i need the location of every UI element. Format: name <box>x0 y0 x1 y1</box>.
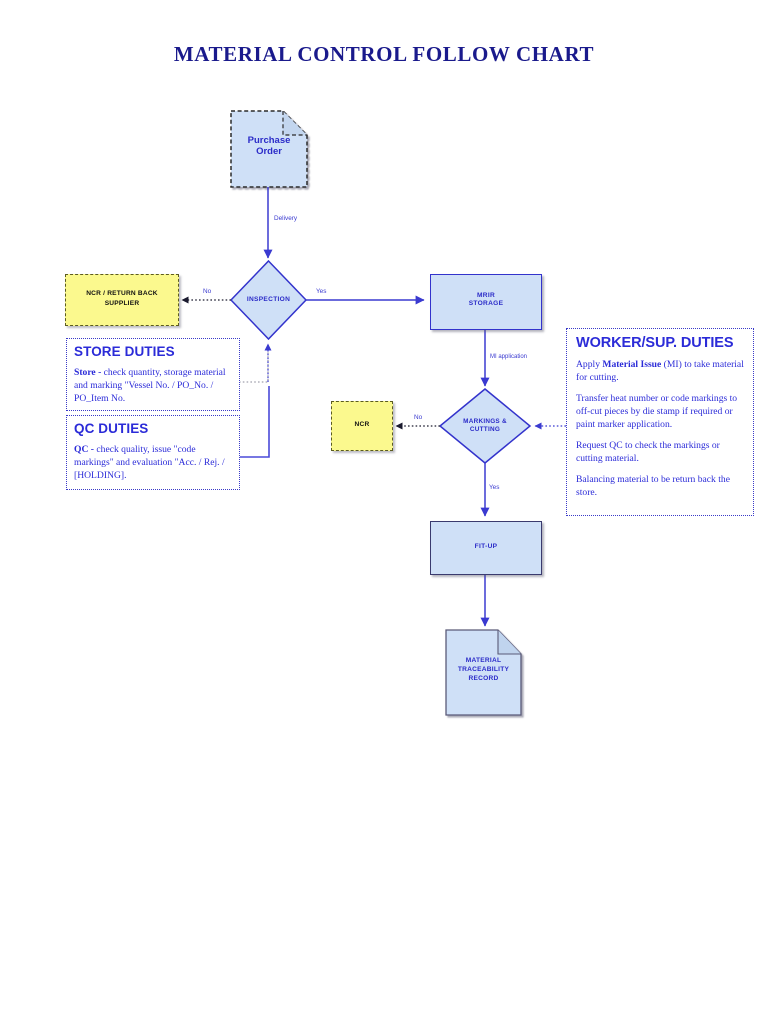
node-mrir-storage[interactable]: MRIR STORAGE <box>430 274 542 330</box>
ncr-return-label-line1: NCR / RETURN BACK <box>86 290 158 297</box>
edge-qc-duties-stub <box>236 386 270 458</box>
worker-duties-para-4: Balancing material to be return back the… <box>576 473 730 498</box>
material-record-label-line2: TRACEABILITY <box>457 665 510 673</box>
worker-duties-title: WORKER/SUP. DUTIES <box>576 335 734 351</box>
edge-label-markings-no: No <box>414 414 423 421</box>
material-record-shape <box>445 629 522 716</box>
inspection-diamond <box>229 259 308 341</box>
ncr-return-back-supplier-label: NCR / RETURN BACK SUPPLIER <box>66 289 178 308</box>
panel-store-duties: STORE DUTIES Store - check quantity, sto… <box>66 338 240 411</box>
ncr-return-label-line2: SUPPLIER <box>104 299 140 307</box>
worker-duties-p1-bold: Material Issue <box>602 359 662 370</box>
page-title: MATERIAL CONTROL FOLLOW CHART <box>173 42 595 66</box>
node-fit-up[interactable]: FIT-UP <box>430 521 542 575</box>
markings-cutting-label-line1: MARKINGS & <box>463 418 507 425</box>
worker-duties-para-1: Apply Material Issue (MI) to take materi… <box>576 359 748 385</box>
edge-label-mi-application: MI application <box>490 354 528 360</box>
purchase-order-shape <box>230 110 308 188</box>
store-duties-body: Store - check quantity, storage material… <box>74 366 232 406</box>
edge-store-duties-to-inspection <box>239 344 269 383</box>
worker-duties-p1-post: (MI) to take material for cutting. <box>576 359 744 383</box>
worker-duties-para-2: Transfer heat number or code markings to… <box>576 392 738 430</box>
material-record-label-line1: MATERIAL <box>465 657 502 664</box>
node-ncr-return-back-supplier[interactable]: NCR / RETURN BACK SUPPLIER <box>65 274 179 326</box>
qc-duties-title: QC DUTIES <box>74 421 149 436</box>
panel-worker-sup-duties: WORKER/SUP. DUTIES Apply Material Issue … <box>566 328 754 516</box>
material-record-label: MATERIAL TRACEABILITY RECORD <box>446 657 521 684</box>
worker-duties-para-3: Request QC to check the markings or cutt… <box>576 439 720 464</box>
mrir-storage-label: MRIR STORAGE <box>431 292 541 308</box>
mrir-storage-label-line1: MRIR <box>476 292 496 299</box>
edge-label-inspection-no: No <box>203 288 212 295</box>
node-material-traceability-record[interactable]: MATERIAL TRACEABILITY RECORD <box>446 630 521 715</box>
purchase-order-label: Purchase Order <box>231 135 307 157</box>
qc-duties-lead: QC - <box>74 444 94 455</box>
store-duties-text: check quantity, storage material and mar… <box>74 367 226 405</box>
purchase-order-label-line2: Order <box>256 146 282 158</box>
worker-duties-p1-pre: Apply <box>576 359 603 370</box>
node-purchase-order[interactable]: Purchase Order <box>231 111 307 187</box>
inspection-label: INSPECTION <box>246 296 291 303</box>
ncr-label: NCR <box>354 421 370 428</box>
material-record-label-line3: RECORD <box>468 674 499 682</box>
edge-label-markings-yes: Yes <box>489 484 500 491</box>
qc-duties-text: check quality, issue "code markings" and… <box>74 444 225 482</box>
qc-duties-body: QC - check quality, issue "code markings… <box>74 443 234 483</box>
edge-label-inspection-yes: Yes <box>316 288 327 295</box>
markings-cutting-label-line2: CUTTING <box>469 425 501 433</box>
store-duties-title: STORE DUTIES <box>74 344 175 359</box>
store-duties-lead: Store - <box>74 367 102 378</box>
worker-duties-body: Apply Material Issue (MI) to take materi… <box>576 359 748 507</box>
mrir-storage-label-line2: STORAGE <box>468 299 504 307</box>
purchase-order-label-line1: Purchase <box>247 135 291 146</box>
markings-cutting-label: MARKINGS & CUTTING <box>445 418 525 433</box>
fit-up-label: FIT-UP <box>474 543 498 550</box>
edge-label-delivery: Delivery <box>274 215 298 222</box>
node-ncr[interactable]: NCR <box>331 401 393 451</box>
panel-qc-duties: QC DUTIES QC - check quality, issue "cod… <box>66 415 240 490</box>
